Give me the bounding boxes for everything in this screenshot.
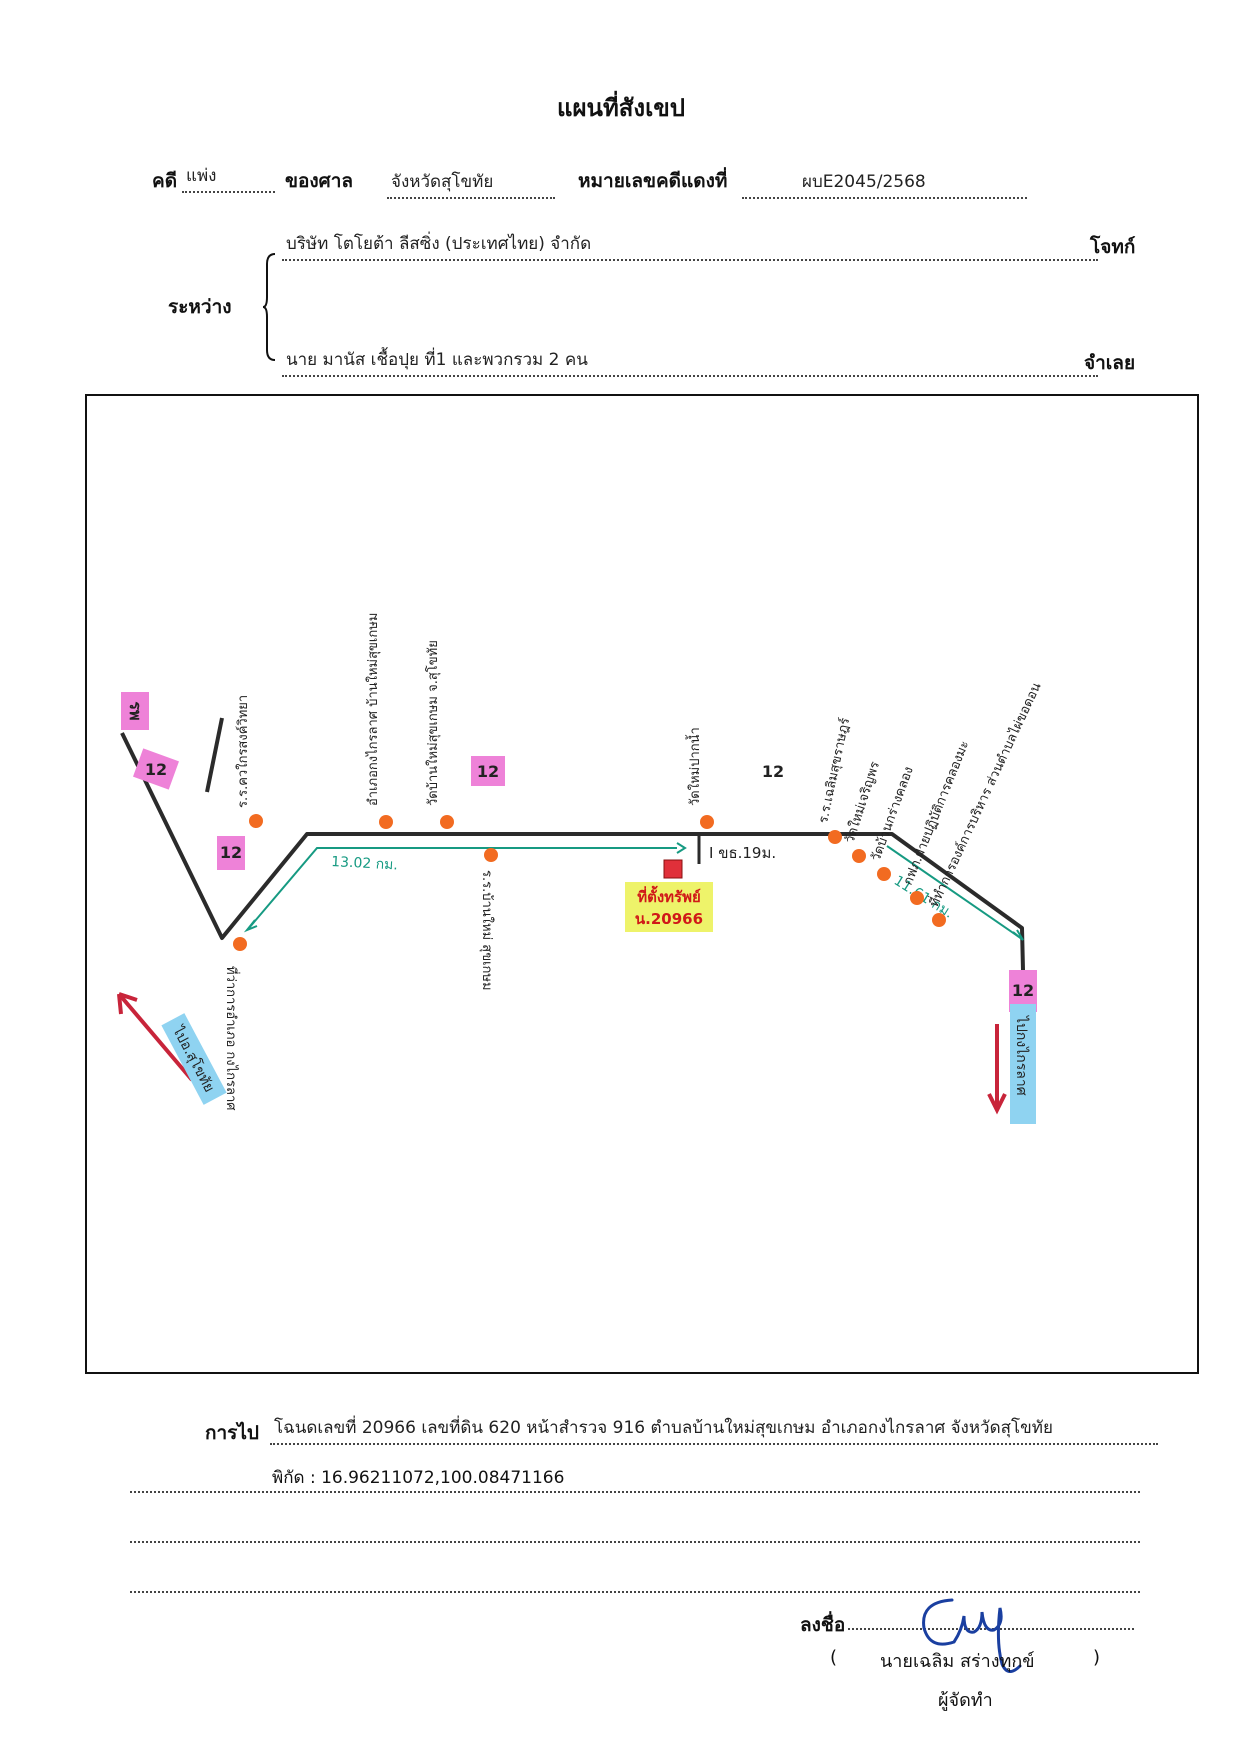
defendant-value: นาย มานัส เชื้อปุย ที่1 และพวกรวม 2 คน bbox=[282, 346, 1098, 377]
map-frame: 13.02 กม. 11.61 กม. I ขธ.19ม. ที่ตั้งทรั… bbox=[85, 394, 1199, 1374]
route-label: การไป bbox=[205, 1422, 259, 1444]
poi-school-right: ร.ร.เฉลิมสุขราษฎร์ bbox=[815, 716, 853, 824]
poi-school-center: ร.ร.บ้านใหม่ สุขเกษม bbox=[479, 870, 495, 991]
road-network bbox=[120, 717, 1027, 1055]
plaintiff-label: โจทก์ bbox=[1090, 236, 1136, 258]
blank-line-1 bbox=[130, 1491, 1140, 1493]
road-badge-hospital: รพ bbox=[126, 701, 145, 720]
poi-dots bbox=[233, 814, 946, 951]
property-marker bbox=[663, 859, 683, 879]
red-case-number-value: ผบE2045/2568 bbox=[742, 168, 1027, 199]
poi-temple-paknam: วัดใหม่ปากน้ำ bbox=[685, 727, 703, 806]
road-badge-12-e: 12 bbox=[1012, 981, 1034, 1000]
signer-name: นายเฉลิม สร่างทุกข์ bbox=[880, 1651, 1035, 1672]
case-label: คดี bbox=[152, 170, 178, 192]
dimension-line-left bbox=[248, 847, 677, 929]
destination-right: ไปกงไกรลาศ bbox=[1013, 1015, 1030, 1096]
court-label: ของศาล bbox=[285, 170, 354, 192]
property-deed-number: น.20966 bbox=[635, 910, 703, 928]
road-badges: รพ 12 12 12 12 12 bbox=[121, 692, 1037, 1012]
court-value: จังหวัดสุโขทัย bbox=[387, 168, 555, 199]
dimension-lines bbox=[243, 842, 1024, 941]
poi-school-left: ร.ร.ควใกรสงค์วิทยา bbox=[235, 695, 251, 808]
road-badge-12-b: 12 bbox=[220, 843, 242, 862]
km-marker: I ขธ.19ม. bbox=[709, 844, 776, 862]
defendant-label: จำเลย bbox=[1084, 352, 1136, 374]
arrow-left bbox=[117, 992, 194, 1082]
poi-temple-suk-kasem: วัดบ้านใหม่สุขเกษม จ.สุโขทัย bbox=[425, 640, 441, 806]
red-case-number-label: หมายเลขคดีแดงที่ bbox=[578, 170, 728, 192]
blank-line-2 bbox=[130, 1541, 1140, 1543]
distance-left: 13.02 กม. bbox=[331, 854, 398, 873]
page-title: แผนที่สังเขป bbox=[557, 94, 685, 122]
route-value: โฉนดเลขที่ 20966 เลขที่ดิน 620 หน้าสำรวจ… bbox=[270, 1414, 1158, 1445]
blank-line-3 bbox=[130, 1591, 1140, 1593]
road-badge-12-a: 12 bbox=[145, 760, 167, 779]
dimension-line-right bbox=[886, 845, 1023, 940]
brace-icon bbox=[262, 253, 276, 361]
road-badge-12-c: 12 bbox=[477, 762, 499, 781]
sketch-map: 13.02 กม. 11.61 กม. I ขธ.19ม. ที่ตั้งทรั… bbox=[117, 613, 1045, 1124]
plaintiff-value: บริษัท โตโยต้า ลีสซิ่ง (ประเทศไทย) จำกัด bbox=[282, 230, 1098, 261]
signer-role: ผู้จัดทำ bbox=[938, 1690, 993, 1711]
case-type-value: แพ่ง bbox=[182, 162, 275, 193]
direction-left: ไปอ.สุโขทัย bbox=[117, 992, 227, 1105]
signature-label: ลงชื่อ bbox=[800, 1614, 846, 1636]
property-label-box bbox=[625, 882, 713, 932]
signer-open-paren: ( bbox=[830, 1647, 838, 1668]
signature-scribble bbox=[922, 1598, 1022, 1673]
road-main bbox=[120, 732, 1027, 1055]
coordinates: พิกัด : 16.96211072,100.08471166 bbox=[272, 1468, 565, 1488]
road-badge-12-d: 12 bbox=[762, 762, 784, 781]
poi-district-office: ที่ว่าการอำเภอ กงไกรลาศ bbox=[223, 966, 240, 1111]
property-label: ที่ตั้งทรัพย์ bbox=[637, 885, 701, 906]
signer-close-paren: ) bbox=[1093, 1647, 1101, 1668]
between-label: ระหว่าง bbox=[168, 296, 232, 318]
road-branch bbox=[205, 717, 224, 793]
poi-subdistrict: อำเภอกงไกรลาศ บ้านใหม่สุขเกษม bbox=[365, 613, 381, 806]
direction-right: ไปกงไกรลาศ bbox=[987, 1004, 1036, 1124]
